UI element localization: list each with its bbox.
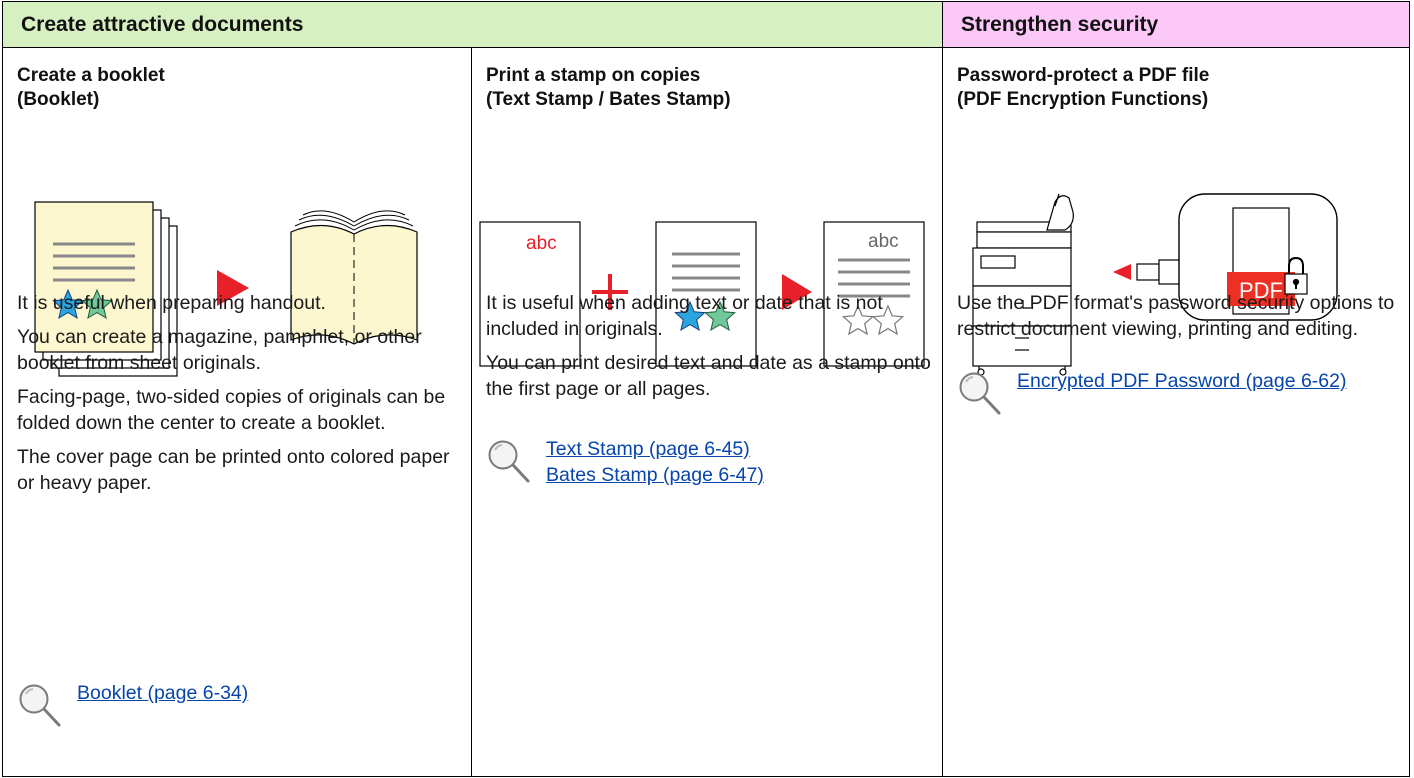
play-arrow-left-icon bbox=[1113, 264, 1131, 280]
header-create-attractive-documents: Create attractive documents bbox=[3, 2, 943, 48]
bates-stamp-page-link[interactable]: Bates Stamp (page 6-47) bbox=[546, 464, 764, 486]
blue-star-icon bbox=[52, 288, 84, 320]
svg-text:PDF: PDF bbox=[1239, 278, 1283, 303]
stamp-illustration: abc abc bbox=[479, 221, 925, 367]
gray-star-icon bbox=[841, 304, 875, 336]
pdf-document-icon: PDF bbox=[1227, 207, 1295, 315]
stamped-page-icon: abc bbox=[823, 221, 925, 367]
magnifier-icon bbox=[959, 372, 1001, 415]
magnifier-icon bbox=[488, 440, 530, 483]
usb-memory-icon bbox=[1136, 259, 1186, 285]
pdf-links: Encrypted PDF Password (page 6-62) bbox=[1017, 368, 1397, 394]
stamp-title: Print a stamp on copies (Text Stamp / Ba… bbox=[486, 65, 731, 110]
padlock-icon bbox=[1284, 256, 1308, 295]
gray-star-icon bbox=[871, 304, 905, 336]
pdf-illustration: PDF bbox=[972, 193, 1338, 376]
stamp-text-red: abc bbox=[526, 233, 557, 254]
booklet-title: Create a booklet (Booklet) bbox=[17, 65, 165, 110]
booklet-illustration bbox=[34, 201, 418, 377]
stamp-page-icon: abc bbox=[479, 221, 581, 367]
stamp-column: Print a stamp on copies (Text Stamp / Ba… bbox=[472, 48, 943, 777]
stamp-text-gray: abc bbox=[868, 231, 899, 252]
stamp-description: It is useful when adding text or date th… bbox=[486, 292, 931, 400]
blue-star-icon bbox=[674, 300, 706, 332]
text-stamp-page-link[interactable]: Text Stamp (page 6-45) bbox=[546, 438, 750, 460]
play-arrow-icon bbox=[782, 274, 812, 310]
header-strengthen-security: Strengthen security bbox=[943, 2, 1409, 48]
booklet-column: Create a booklet (Booklet) bbox=[3, 48, 472, 777]
pdf-column: Password-protect a PDF file (PDF Encrypt… bbox=[943, 48, 1409, 777]
green-star-icon bbox=[704, 300, 736, 332]
play-arrow-icon bbox=[217, 270, 249, 306]
original-page-icon bbox=[655, 221, 757, 367]
green-star-icon bbox=[81, 288, 113, 320]
stacked-pages-icon bbox=[34, 201, 178, 377]
pdf-description: Use the PDF format's password security o… bbox=[957, 292, 1395, 340]
stamp-links: Text Stamp (page 6-45) Bates Stamp (page… bbox=[546, 436, 764, 488]
booklet-links: Booklet (page 6-34) bbox=[77, 680, 248, 706]
booklet-page-link[interactable]: Booklet (page 6-34) bbox=[77, 682, 249, 704]
multifunction-printer-icon bbox=[972, 193, 1074, 376]
magnifier-icon bbox=[19, 684, 61, 727]
pdf-title: Password-protect a PDF file (PDF Encrypt… bbox=[957, 65, 1210, 110]
booklet-description: It is useful when preparing handout. You… bbox=[17, 292, 450, 494]
open-booklet-icon bbox=[290, 210, 418, 345]
plus-icon bbox=[592, 274, 628, 310]
encrypted-pdf-password-page-link[interactable]: Encrypted PDF Password (page 6-62) bbox=[1017, 370, 1347, 392]
